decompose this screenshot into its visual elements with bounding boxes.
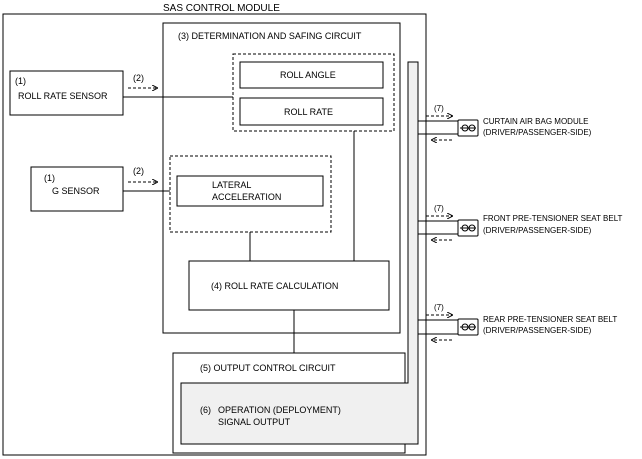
roll-rate-box <box>239 97 384 126</box>
num6-label: (6) <box>200 405 211 415</box>
g-sensor-arrow-num: (2) <box>133 166 144 176</box>
roll-group-dashed <box>232 53 395 132</box>
roll-rate-arrow-num: (2) <box>133 73 144 83</box>
output2-connector-icon <box>457 219 479 237</box>
circuit5-title: (5) OUTPUT CONTROL CIRCUIT <box>200 363 336 373</box>
output-line2: SIGNAL OUTPUT <box>218 417 291 427</box>
roll-rate-calculation-box <box>188 260 390 311</box>
roll-rate-calculation-label: (4) ROLL RATE CALCULATION <box>211 281 338 291</box>
output-line1: OPERATION (DEPLOYMENT) <box>218 405 341 415</box>
output2-line1: FRONT PRE-TENSIONER SEAT BELT <box>483 214 623 223</box>
output3-line2: (DRIVER/PASSENGER-SIDE) <box>483 326 592 335</box>
g-sensor-box <box>30 166 124 212</box>
output-signal-bus <box>180 61 419 445</box>
roll-angle-box <box>239 61 384 89</box>
lateral-acceleration-box <box>176 175 324 207</box>
lateral-line1: LATERAL <box>212 180 251 190</box>
output1-line2: (DRIVER/PASSENGER-SIDE) <box>483 128 592 137</box>
roll-rate-label: ROLL RATE <box>284 107 333 117</box>
output1-line1: CURTAIN AIR BAG MODULE <box>483 117 589 126</box>
g-sensor-label: G SENSOR <box>52 186 100 196</box>
module-title: SAS CONTROL MODULE <box>163 3 280 14</box>
circuit3-title: (3) DETERMINATION AND SAFING CIRCUIT <box>178 31 362 41</box>
output1-connector-icon <box>457 119 479 137</box>
roll-rate-sensor-box <box>9 70 124 116</box>
output1-num: (7) <box>434 104 444 113</box>
output3-num: (7) <box>434 303 444 312</box>
roll-angle-label: ROLL ANGLE <box>280 70 336 80</box>
output2-num: (7) <box>434 204 444 213</box>
roll-rate-sensor-num: (1) <box>15 76 26 86</box>
output2-line2: (DRIVER/PASSENGER-SIDE) <box>483 226 592 235</box>
g-sensor-num: (1) <box>44 173 55 183</box>
output3-line1: REAR PRE-TENSIONER SEAT BELT <box>483 315 617 324</box>
lateral-line2: ACCELERATION <box>212 192 281 202</box>
roll-rate-sensor-label: ROLL RATE SENSOR <box>18 91 108 101</box>
output3-connector-icon <box>457 318 479 336</box>
